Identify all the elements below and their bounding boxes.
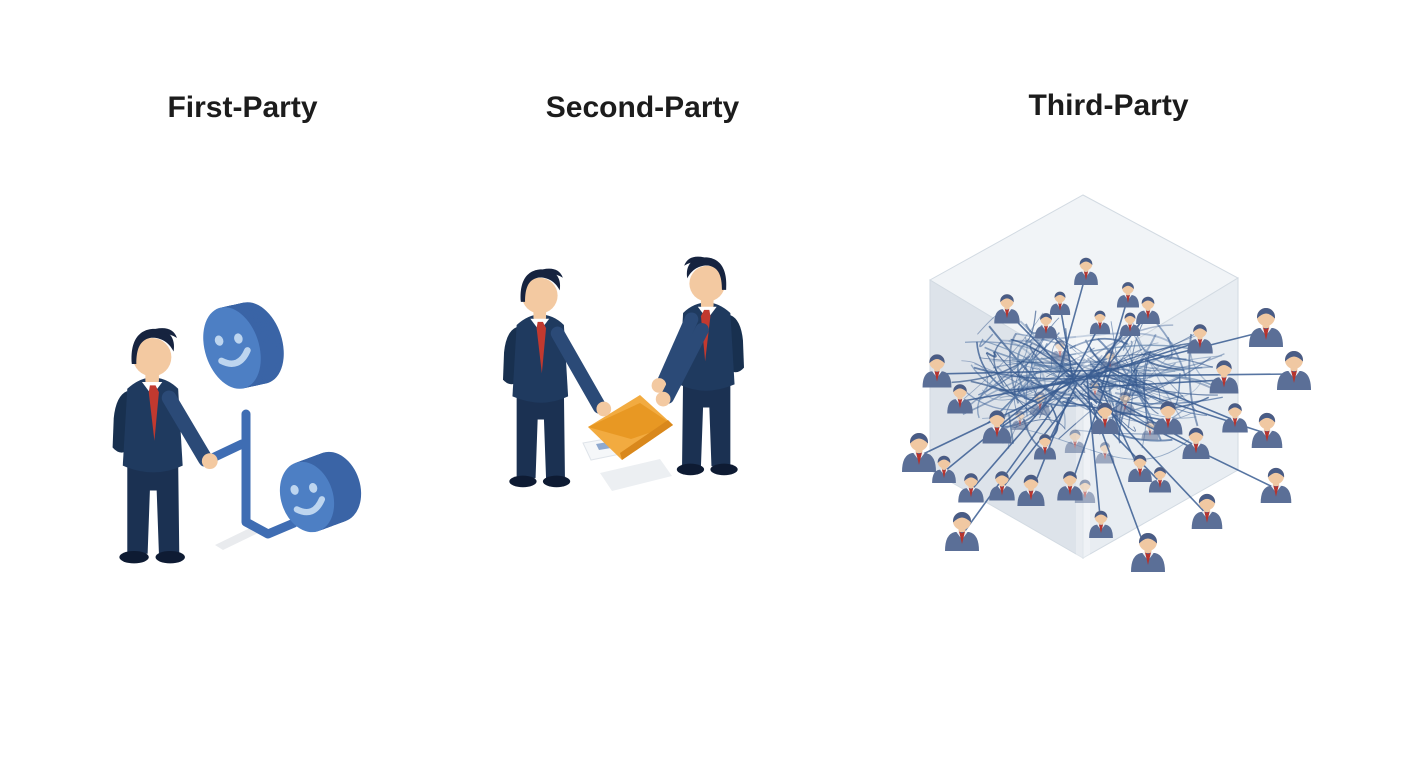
person-icon (902, 433, 936, 472)
person-icon (982, 410, 1012, 444)
person-icon (1119, 312, 1141, 336)
person-icon (1116, 282, 1140, 308)
person-icon (1049, 291, 1071, 315)
person-icon (1249, 308, 1283, 347)
person-icon (1034, 313, 1058, 339)
smiley-cylinder-icon (279, 451, 362, 533)
second-party-illustration (503, 256, 744, 491)
person-icon (1095, 442, 1115, 464)
person-icon (1033, 434, 1057, 460)
first-party-illustration (112, 302, 362, 564)
ground-shadow (215, 528, 258, 550)
person-icon (1057, 471, 1083, 501)
person-icon (1017, 474, 1045, 506)
person-icon (1091, 402, 1119, 434)
person-icon (1222, 403, 1248, 433)
person-icon (945, 512, 979, 551)
person-icon (1074, 257, 1098, 285)
panel-title-second-party: Second-Party (545, 91, 740, 124)
smiley-face-icon (214, 333, 251, 367)
person-icon (1114, 391, 1136, 415)
person-icon (1277, 351, 1311, 390)
person-icon (1182, 427, 1210, 459)
businessman-giving (503, 268, 612, 488)
third-party-illustration (902, 194, 1311, 572)
ground-paper (600, 459, 672, 491)
person-icon (1089, 310, 1111, 334)
person-icon (1209, 360, 1239, 394)
person-icon (922, 354, 952, 388)
person-icon (1131, 533, 1165, 572)
person-icon (947, 384, 973, 414)
person-icon (1064, 429, 1086, 453)
person-icon (989, 471, 1015, 501)
person-icon (1128, 454, 1152, 482)
person-icon (1136, 296, 1160, 324)
person-icon (1260, 467, 1292, 503)
connector-pipe (199, 409, 299, 539)
businessman-figure (112, 328, 218, 564)
person-icon (1251, 412, 1283, 448)
smiley-cylinder-icon (203, 302, 284, 389)
smiley-face-icon (290, 482, 326, 516)
person-icon (1089, 510, 1113, 538)
crowd-of-person-icons (902, 257, 1311, 572)
person-icon (994, 294, 1020, 324)
businessman-receiving (651, 256, 744, 476)
person-icon (1153, 401, 1183, 435)
panel-title-third-party: Third-Party (1028, 89, 1189, 122)
person-icon (958, 473, 984, 503)
person-icon (1148, 467, 1172, 493)
panel-title-first-party: First-Party (167, 91, 318, 124)
envelope-icon (588, 395, 673, 460)
person-icon (932, 455, 956, 483)
person-icon (1187, 324, 1213, 354)
person-icon (1191, 493, 1223, 529)
